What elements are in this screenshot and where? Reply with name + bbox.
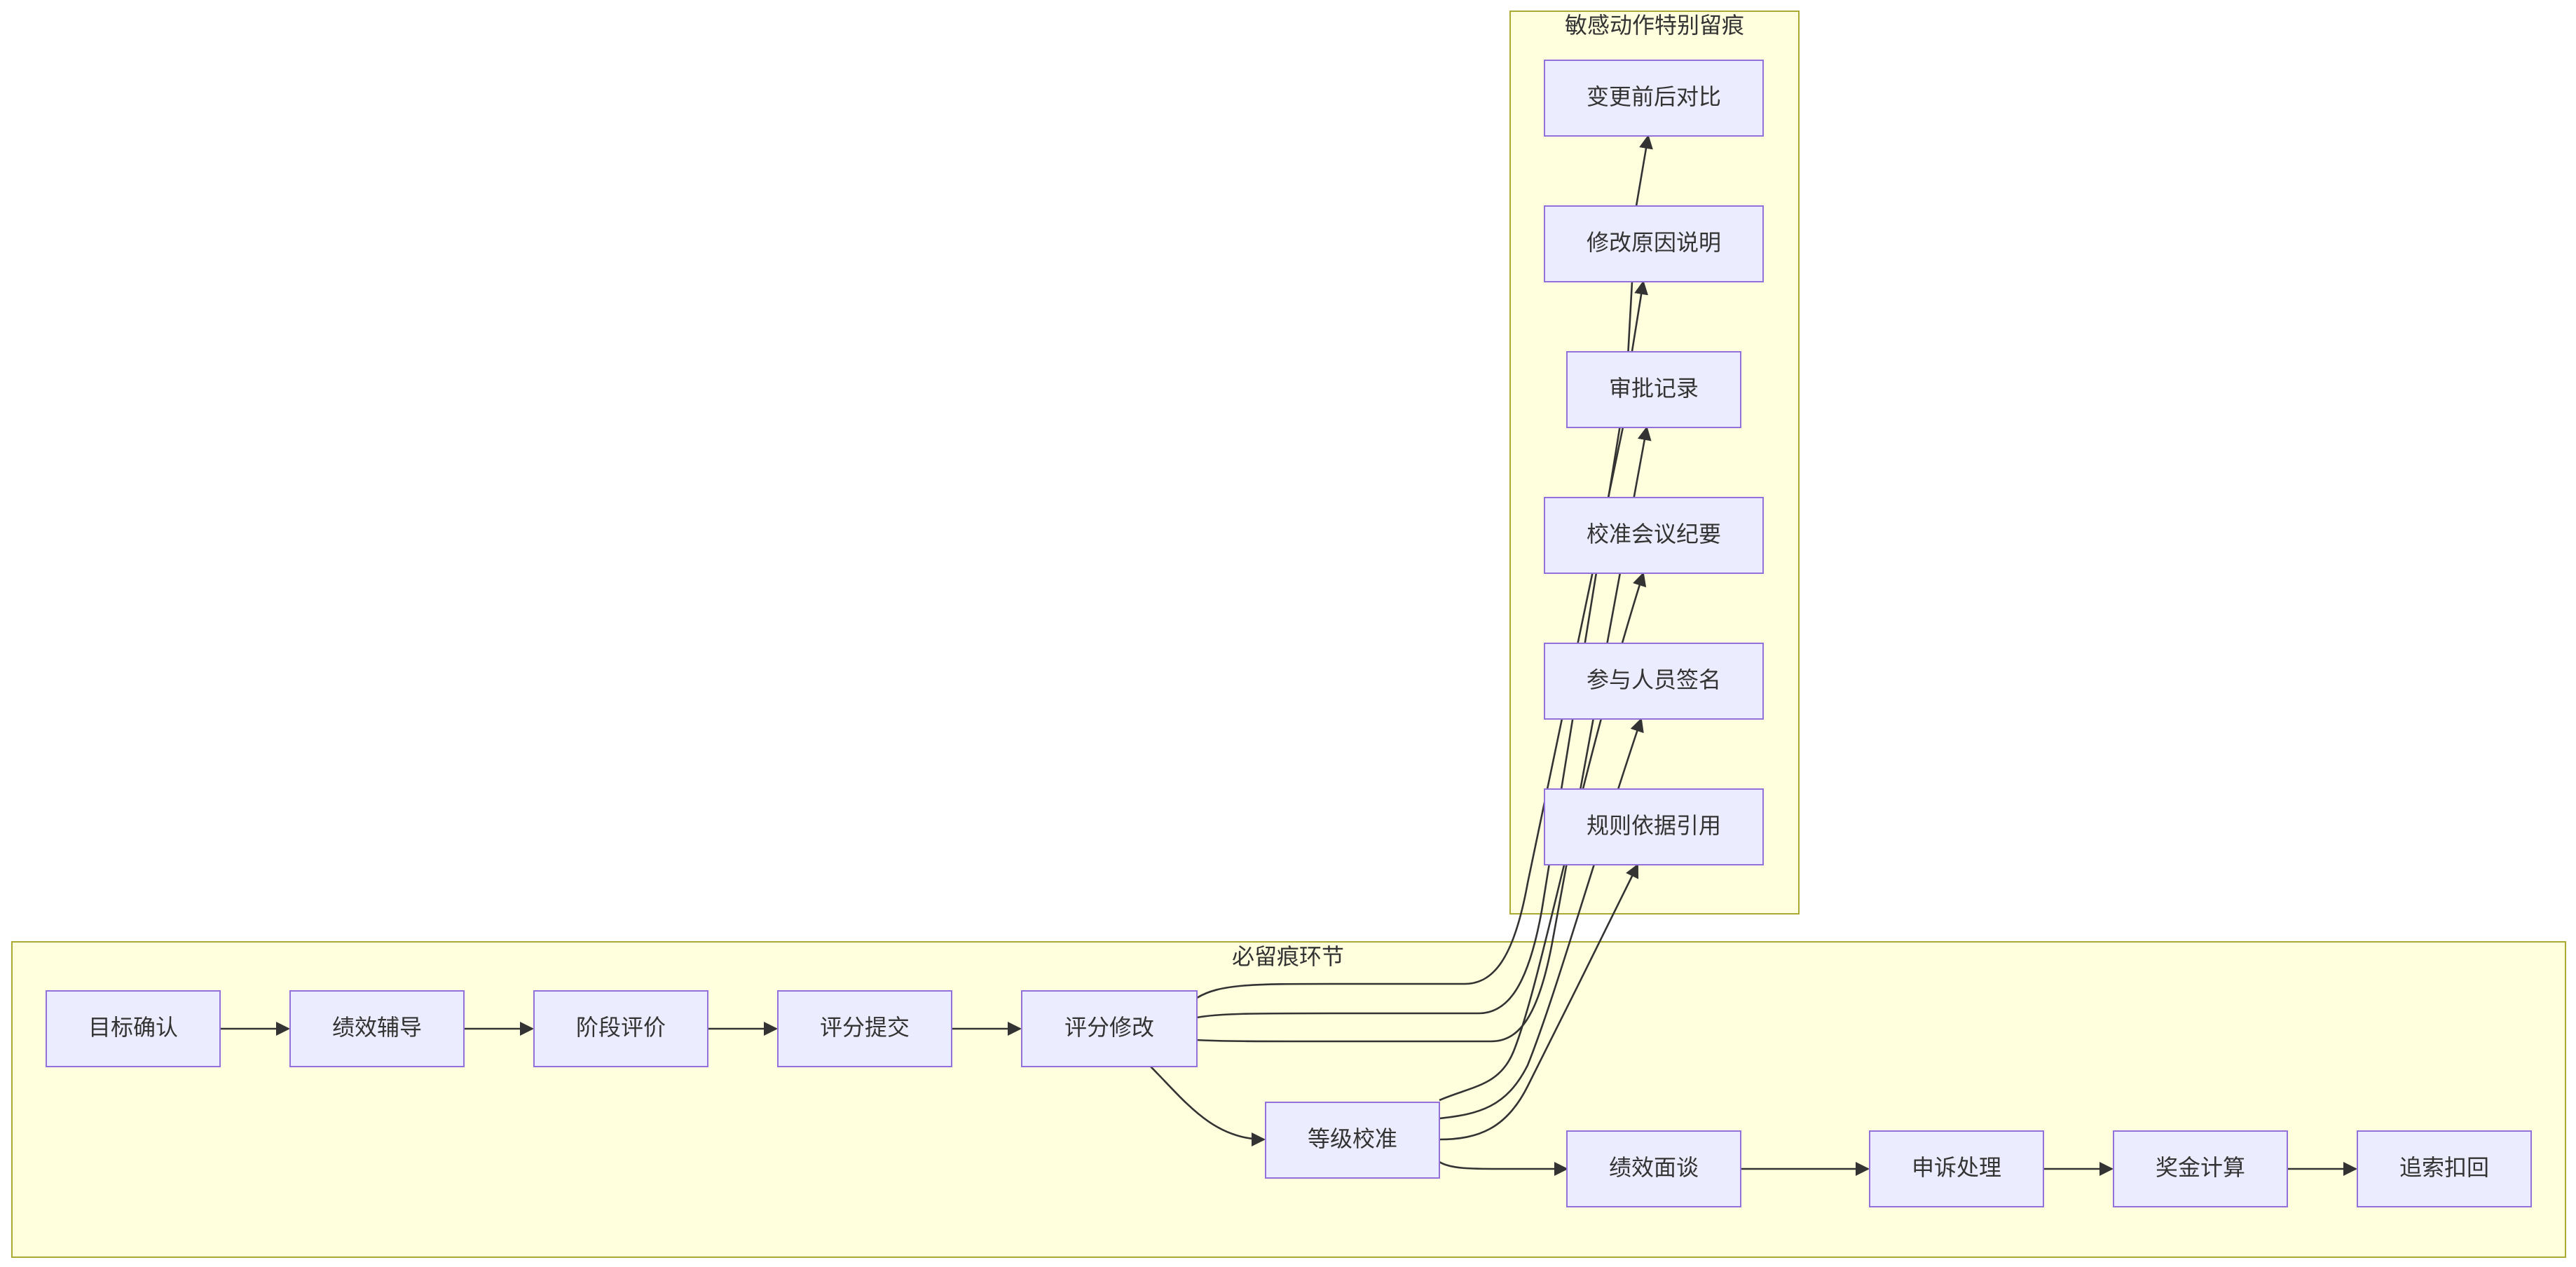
- node-approval-record[interactable]: 审批记录: [1566, 351, 1741, 428]
- edge-modify-to-reason: [1196, 280, 1649, 1019]
- node-participant-sign[interactable]: 参与人员签名: [1544, 643, 1764, 720]
- node-goal-confirm-box: [46, 990, 221, 1067]
- node-bonus-calc-label: 奖金计算: [2156, 1154, 2245, 1181]
- cluster-main-box: [11, 941, 2566, 1258]
- node-appeal-handling-label: 申诉处理: [1912, 1154, 2001, 1181]
- node-approval-record-label: 审批记录: [1609, 375, 1699, 402]
- node-stage-review-box: [533, 990, 708, 1067]
- node-participant-sign-label: 参与人员签名: [1587, 666, 1721, 693]
- node-clawback-label: 追索扣回: [2399, 1154, 2489, 1181]
- node-approval-record-box: [1566, 351, 1741, 428]
- node-goal-confirm-label: 目标确认: [88, 1014, 178, 1041]
- cluster-sensitive-label: 敏感动作特别留痕: [1565, 12, 1744, 39]
- node-perf-interview-label: 绩效面谈: [1609, 1154, 1699, 1181]
- node-rule-citation-box: [1544, 788, 1764, 865]
- node-appeal-handling[interactable]: 申诉处理: [1869, 1130, 2044, 1207]
- edge-calibration-to-rule: [1439, 863, 1639, 1141]
- node-score-modify-box: [1021, 990, 1198, 1067]
- node-score-submit-box: [777, 990, 952, 1067]
- cluster-sensitive: 敏感动作特别留痕: [1509, 11, 1800, 915]
- node-modify-reason-label: 修改原因说明: [1587, 229, 1721, 256]
- node-grade-calibration[interactable]: 等级校准: [1265, 1102, 1440, 1179]
- cluster-main: 必留痕环节: [11, 941, 2566, 1258]
- node-clawback-box: [2357, 1130, 2532, 1207]
- node-coaching-label: 绩效辅导: [332, 1014, 422, 1041]
- node-perf-interview-box: [1566, 1130, 1741, 1207]
- edge-modify-to-calibration: [1150, 1066, 1266, 1146]
- node-score-modify[interactable]: 评分修改: [1021, 990, 1198, 1067]
- node-modify-reason[interactable]: 修改原因说明: [1544, 205, 1764, 282]
- node-calib-minutes-label: 校准会议纪要: [1587, 521, 1721, 547]
- node-modify-reason-box: [1544, 205, 1764, 282]
- node-score-modify-label: 评分修改: [1064, 1014, 1154, 1041]
- edge-calibration-to-interview: [1439, 1160, 1568, 1176]
- node-grade-calibration-label: 等级校准: [1308, 1125, 1397, 1152]
- node-rule-citation-label: 规则依据引用: [1587, 812, 1721, 839]
- node-before-after[interactable]: 变更前后对比: [1544, 60, 1764, 137]
- node-stage-review-label: 阶段评价: [576, 1014, 666, 1041]
- node-clawback[interactable]: 追索扣回: [2357, 1130, 2532, 1207]
- node-bonus-calc-box: [2113, 1130, 2288, 1207]
- cluster-sensitive-box: [1509, 11, 1800, 915]
- cluster-main-label: 必留痕环节: [1232, 943, 1344, 970]
- node-perf-interview[interactable]: 绩效面谈: [1566, 1130, 1741, 1207]
- node-rule-citation[interactable]: 规则依据引用: [1544, 788, 1764, 865]
- node-bonus-calc[interactable]: 奖金计算: [2113, 1130, 2288, 1207]
- node-stage-review[interactable]: 阶段评价: [533, 990, 708, 1067]
- edge-modify-to-approval: [1196, 426, 1652, 1043]
- node-calib-minutes[interactable]: 校准会议纪要: [1544, 497, 1764, 574]
- node-score-submit-label: 评分提交: [820, 1014, 910, 1041]
- node-calib-minutes-box: [1544, 497, 1764, 574]
- edge-modify-to-before-after: [1196, 135, 1653, 999]
- node-score-submit[interactable]: 评分提交: [777, 990, 952, 1067]
- node-appeal-handling-box: [1869, 1130, 2044, 1207]
- node-coaching-box: [289, 990, 465, 1067]
- node-coaching[interactable]: 绩效辅导: [289, 990, 465, 1067]
- node-grade-calibration-box: [1265, 1102, 1440, 1179]
- node-goal-confirm[interactable]: 目标确认: [46, 990, 221, 1067]
- node-before-after-box: [1544, 60, 1764, 137]
- node-participant-sign-box: [1544, 643, 1764, 720]
- node-before-after-label: 变更前后对比: [1587, 83, 1721, 110]
